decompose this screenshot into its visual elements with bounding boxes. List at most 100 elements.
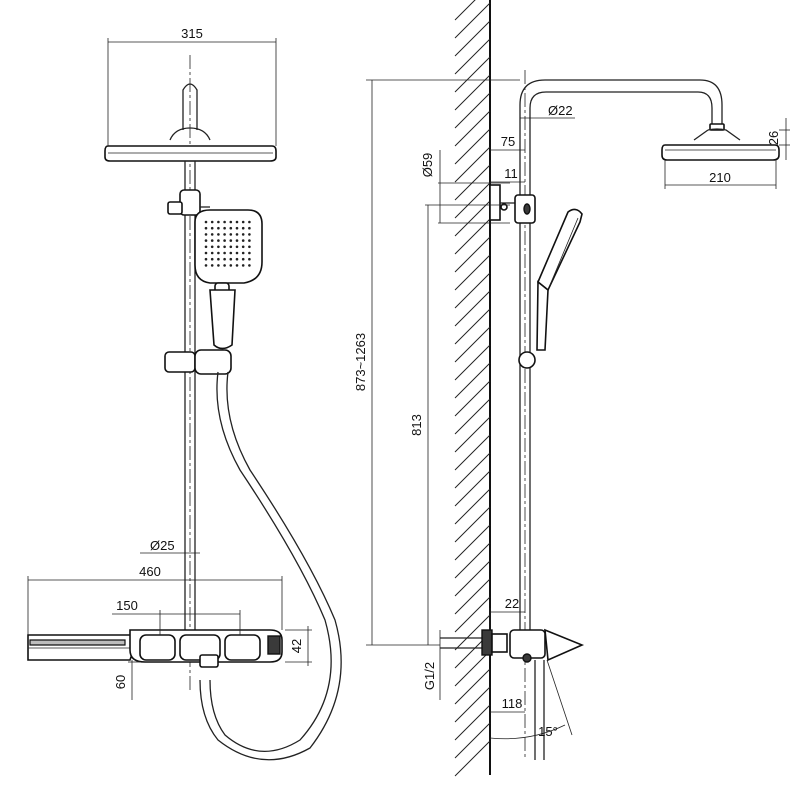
dim-valve-height: 42: [285, 626, 312, 666]
nozzle-dot: [204, 264, 208, 267]
nozzle-dot: [210, 226, 214, 230]
nozzle-dot: [241, 226, 245, 230]
nozzle-dot: [235, 264, 239, 267]
nozzle-dot: [223, 251, 226, 255]
nozzle-dot: [204, 233, 208, 236]
nozzle-dot: [235, 257, 239, 261]
dim-pipe-diameter-front: Ø25: [140, 538, 200, 554]
hatch-line: [454, 272, 491, 309]
dim-total-height: 873~1263: [353, 79, 520, 646]
nozzle-dot: [204, 245, 208, 249]
hatch-line: [454, 236, 491, 273]
hatch-line: [454, 416, 491, 453]
nozzle-dot: [241, 239, 245, 242]
nozzle-dot: [223, 264, 226, 267]
nozzle-dot: [210, 251, 214, 255]
hatch-line: [454, 326, 491, 363]
front-view: 315 Ø25 460 150 42: [27, 26, 342, 761]
nozzle-dot: [248, 226, 251, 230]
dim-15deg-label: 15°: [538, 724, 558, 739]
nozzle-dot: [248, 264, 251, 267]
nozzle-dot: [229, 251, 233, 255]
dim-210-label: 210: [709, 170, 731, 185]
nozzle-dot: [229, 257, 233, 261]
nozzle-dot: [217, 251, 220, 255]
front-hose-inner: [199, 371, 342, 761]
dim-42-label: 42: [289, 639, 304, 653]
nozzle-dot: [223, 233, 226, 236]
nozzle-dot: [210, 220, 214, 224]
nozzle-dot: [210, 245, 214, 249]
nozzle-dot: [248, 233, 251, 236]
dim-11-label: 11: [504, 166, 518, 181]
hatch-line: [454, 650, 491, 687]
nozzle-dot: [210, 257, 214, 261]
nozzle-dot: [235, 245, 239, 249]
dim-22-label: 22: [505, 596, 519, 611]
nozzle-dot: [248, 257, 251, 261]
hatch-line: [454, 110, 491, 147]
nozzle-dot: [217, 220, 220, 224]
hatch-line: [454, 668, 491, 705]
dim-spout-projection: 118: [490, 696, 525, 713]
front-top-knob: [167, 189, 210, 216]
hatch-line: [454, 182, 491, 219]
dim-top-pipe-diameter: Ø22: [520, 103, 575, 119]
side-shower-head: [661, 128, 780, 161]
nozzle-dot: [223, 257, 226, 261]
hatch-line: [454, 56, 491, 93]
nozzle-dot: [223, 226, 226, 230]
dim-valve-spacing: 150: [112, 598, 241, 635]
nozzle-dot: [217, 226, 220, 230]
nozzle-dot: [248, 245, 251, 249]
nozzle-dot: [210, 264, 214, 267]
dim-wall-offset: 75: [490, 134, 525, 151]
hatch-line: [454, 434, 491, 471]
dim-diam-59-label: Ø59: [420, 153, 435, 178]
nozzle-dot: [229, 264, 233, 267]
hatch-line: [454, 506, 491, 543]
dim-118-label: 118: [502, 696, 523, 711]
nozzle-dot: [204, 226, 208, 230]
hatch-line: [454, 74, 491, 111]
nozzle-dot: [241, 251, 245, 255]
hatch-line: [454, 614, 491, 651]
nozzle-dot: [217, 245, 220, 249]
hatch-line: [454, 218, 491, 255]
nozzle-dot: [223, 245, 226, 249]
dim-head-thickness: 26: [766, 118, 790, 160]
wall-hatching: [454, 0, 491, 777]
nozzle-dot: [229, 220, 233, 224]
nozzle-dot: [235, 226, 239, 230]
dim-bracket-gap: 11: [490, 166, 525, 183]
nozzle-dot: [204, 220, 208, 224]
hatch-line: [454, 704, 491, 741]
hatch-line: [454, 344, 491, 381]
nozzle-dot: [210, 239, 214, 242]
nozzle-dot: [235, 239, 239, 242]
nozzle-dot: [204, 257, 208, 261]
dim-head-width-side: 210: [664, 160, 777, 189]
nozzle-dot: [217, 257, 220, 261]
dim-873-1263-label: 873~1263: [353, 333, 368, 391]
front-shower-head: [104, 83, 277, 162]
hatch-line: [454, 92, 491, 129]
hand-shower-nozzles: [204, 220, 251, 267]
side-view: Ø22 75 26 210 Ø59: [353, 0, 790, 777]
dim-connector-width: 22: [489, 596, 525, 630]
nozzle-dot: [223, 220, 226, 224]
dim-valve-depth: 60: [113, 660, 140, 700]
hatch-line: [454, 200, 491, 237]
nozzle-dot: [223, 239, 226, 242]
nozzle-dot: [235, 220, 239, 224]
nozzle-dot: [241, 245, 245, 249]
hatch-line: [454, 560, 491, 597]
nozzle-dot: [241, 220, 245, 224]
hatch-line: [454, 0, 476, 21]
nozzle-dot: [248, 239, 251, 242]
wall: [454, 0, 491, 777]
hatch-line: [454, 254, 491, 291]
nozzle-dot: [217, 239, 220, 242]
dim-diam-25-label: Ø25: [150, 538, 175, 553]
